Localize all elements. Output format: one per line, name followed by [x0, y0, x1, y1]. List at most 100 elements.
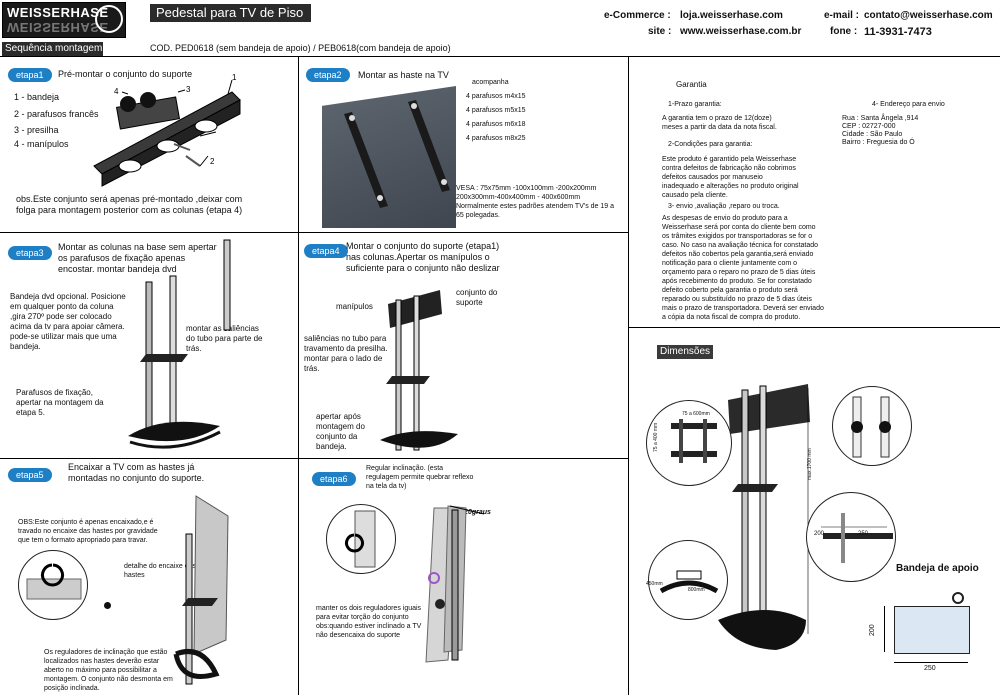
- pedestal-support-illustration: [380, 290, 458, 451]
- bracket-width: 75 a 600mm: [682, 411, 710, 417]
- knobs-label: manípulos: [336, 302, 373, 311]
- dim-200: 200: [814, 531, 825, 537]
- lock-detail-circle: [18, 550, 88, 620]
- slot-note: montar as saliências do tubo para parte …: [186, 324, 263, 353]
- warranty-section-title: 1-Prazo garantia:: [668, 101, 722, 108]
- step-note: manter os dois reguladores iguais para e…: [316, 605, 422, 639]
- warranty-section-title: 4- Endereço para envio: [872, 101, 945, 108]
- warranty-section-text: Este produto é garantido pela Weisserhas…: [662, 156, 799, 199]
- ecommerce-label: e-Commerce :: [604, 10, 671, 21]
- warranty-section-title: 3- envio ,avaliação ,reparo ou troca.: [668, 203, 780, 210]
- angle-label: até 20graus: [452, 509, 491, 516]
- callout-2: 2: [210, 157, 215, 166]
- base-height: 450mm: [646, 581, 663, 587]
- support-assembly-illustration: 1 2 3 4: [93, 73, 241, 187]
- max-height: max.1700 mm: [807, 448, 813, 480]
- tray-note: Bandeja dvd opcional. Posicione em qualq…: [10, 292, 126, 351]
- step-title: Encaixar a TV com as hastes já montadas …: [68, 462, 205, 483]
- tilt-illustration: [425, 505, 485, 663]
- dimensions-heading: Dimensões: [657, 345, 713, 359]
- pedestal-dimension-illustration: [718, 384, 810, 650]
- tray-height: 200: [869, 624, 876, 636]
- step-title: Montar as colunas na base sem apertar os…: [58, 242, 217, 274]
- screw-item: 4 parafusos m8x25: [466, 135, 526, 142]
- warranty-section-text: A garantia tem o prazo de 12(doze) meses…: [662, 115, 777, 131]
- tray-width: 250: [924, 665, 936, 672]
- clamp-detail-circle: [832, 386, 912, 466]
- step-badge: etapa1: [8, 68, 52, 82]
- divider: [0, 458, 628, 459]
- warranty-title: Garantia: [676, 80, 707, 89]
- step-badge: etapa4: [304, 244, 348, 258]
- warranty-section-title: 2-Condições para garantia:: [668, 141, 753, 148]
- tray-plan: [894, 606, 970, 654]
- step-badge: etapa6: [312, 472, 356, 486]
- screw-item: 4 parafusos m6x18: [466, 121, 526, 128]
- callout-1: 1: [232, 73, 237, 82]
- dim-250: 250: [858, 531, 869, 537]
- divider: [0, 56, 1000, 57]
- bracket-height: 75 a 400 mm: [653, 422, 659, 452]
- screw-note: Parafusos de fixação, apertar na montage…: [16, 388, 104, 417]
- mounting-arms-illustration: [344, 100, 450, 208]
- email-label: e-mail :: [824, 10, 860, 21]
- page-title: Pedestal para TV de Piso: [150, 4, 311, 22]
- bullet-dot: [104, 602, 111, 609]
- pedestal-columns-illustration: [128, 239, 231, 449]
- step-badge: etapa3: [8, 246, 52, 260]
- step-title: Regular inclinação. (esta regulagem perm…: [366, 465, 474, 490]
- bracket-detail-circle: [646, 400, 732, 486]
- dimension-line: [894, 662, 968, 663]
- callout-4: 4: [114, 87, 119, 96]
- phone-label: fone :: [830, 26, 858, 37]
- support-label: conjunto do suporte: [456, 288, 498, 307]
- section-label: Sequência montagem: [2, 42, 103, 56]
- divider: [628, 327, 1000, 328]
- tray-clamp-icon: [952, 592, 964, 604]
- logo-reflection: WEISSERHASE: [7, 20, 109, 35]
- step-title: Montar as haste na TV: [358, 70, 449, 80]
- regulator-detail-circle: [326, 504, 396, 574]
- ecommerce-link[interactable]: loja.weisserhase.com: [680, 10, 783, 21]
- logo-mark-icon: [95, 5, 123, 33]
- address-line: Bairro : Freguesia do Ó: [842, 139, 915, 146]
- step-badge: etapa2: [306, 68, 350, 82]
- part-item: 1 - bandeja: [14, 92, 60, 102]
- detail-label: detalhe do encaixe das hastes: [124, 563, 196, 579]
- site-link[interactable]: www.weisserhase.com.br: [680, 26, 802, 37]
- divider: [0, 232, 628, 233]
- part-item: 4 - manípulos: [14, 139, 69, 149]
- step-badge: etapa5: [8, 468, 52, 482]
- email-link[interactable]: contato@weisserhase.com: [864, 10, 993, 21]
- screw-item: 4 parafusos m4x15: [466, 93, 526, 100]
- warranty-section-text: As despesas de envio do produto para a W…: [662, 215, 824, 321]
- site-label: site :: [648, 26, 672, 37]
- part-item: 3 - presilha: [14, 125, 59, 135]
- tighten-note: apertar após montagem do conjunto da ban…: [316, 412, 365, 451]
- ribs-note: saliências no tubo para travamento da pr…: [304, 334, 388, 373]
- tray-detail-circle: [806, 492, 896, 582]
- dimension-line: [884, 606, 885, 652]
- address-line: CEP : 02727-000: [842, 123, 896, 130]
- regulators-note: Os reguladores de inclinação que estão l…: [44, 649, 173, 692]
- step-note: obs.Este conjunto será apenas pré-montad…: [16, 194, 243, 215]
- part-item: 2 - parafusos francês: [14, 109, 99, 119]
- address-line: Cidade : São Paulo: [842, 131, 903, 138]
- divider: [628, 56, 629, 695]
- tray-title: Bandeja de apoio: [896, 563, 979, 574]
- accessories-heading: acompanha: [472, 79, 509, 86]
- callout-3: 3: [186, 85, 191, 94]
- tv-hanging-illustration: [173, 495, 229, 685]
- address-line: Rua : Santa Ângela ,914: [842, 115, 919, 122]
- divider: [298, 56, 299, 695]
- vesa-note: VESA : 75x75mm -100x100mm -200x200mm 200…: [456, 185, 615, 219]
- step-title: Montar o conjunto do suporte (etapa1) na…: [346, 241, 500, 273]
- brand-logo: WEISSERHASE WEISSERHASE: [2, 2, 126, 38]
- screw-item: 4 parafusos m5x15: [466, 107, 526, 114]
- logo-text: WEISSERHASE: [7, 5, 109, 20]
- step-title: Pré-montar o conjunto do suporte: [58, 69, 193, 79]
- step-note: OBS:Este conjunto é apenas encaixado,e é…: [18, 519, 158, 544]
- product-code: COD. PED0618 (sem bandeja de apoio) / PE…: [150, 43, 451, 53]
- base-width: 800mm: [688, 587, 705, 593]
- base-detail-circle: [648, 540, 728, 620]
